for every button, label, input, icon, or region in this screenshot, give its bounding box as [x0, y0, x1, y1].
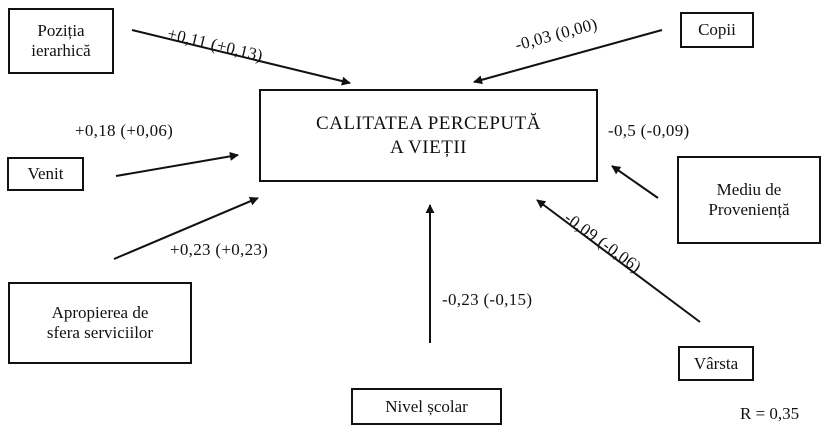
- box-pozitia: Poziția ierarhică: [8, 8, 114, 74]
- box-nivel: Nivel școlar: [351, 388, 502, 425]
- box-mediu-line-1: Mediu de: [716, 180, 782, 200]
- box-mediu-line-2: Proveniență: [708, 200, 790, 219]
- arrow-mediu: [611, 165, 659, 199]
- central-line-1: CALITATEA PERCEPUTĂ: [316, 112, 541, 134]
- coef-mediu: -0,5 (-0,09): [608, 121, 690, 140]
- box-varsta-line-1: Vârsta: [693, 353, 739, 373]
- coef-venit: +0,18 (+0,06): [75, 121, 174, 140]
- box-pozitia-line-2: ierarhică: [31, 41, 91, 60]
- r-value: R = 0,35: [740, 404, 800, 423]
- coef-apropierea: +0,23 (+0,23): [170, 240, 269, 259]
- central-box: CALITATEA PERCEPUTĂ A VIEȚII: [259, 89, 598, 182]
- box-nivel-line-1: Nivel școlar: [385, 396, 468, 416]
- arrow-varsta: [536, 199, 701, 323]
- box-pozitia-line-1: Poziția: [37, 21, 85, 41]
- central-line-2: A VIEȚII: [390, 136, 467, 158]
- coef-nivel: -0,23 (-0,15): [442, 290, 533, 309]
- box-copii-line-1: Copii: [698, 20, 736, 40]
- box-mediu: Mediu de Proveniență: [677, 156, 821, 244]
- box-venit: Venit: [7, 157, 84, 191]
- arrow-pozitia: [131, 29, 351, 86]
- box-varsta: Vârsta: [678, 346, 754, 381]
- box-apropierea-line-2: sfera serviciilor: [46, 323, 154, 342]
- box-apropierea-line-1: Apropierea de: [51, 303, 149, 323]
- arrow-apropierea: [113, 197, 259, 260]
- box-copii: Copii: [680, 12, 754, 48]
- box-venit-line-1: Venit: [27, 164, 64, 184]
- arrow-copii: [473, 29, 663, 85]
- box-apropierea: Apropierea de sfera serviciilor: [8, 282, 192, 364]
- arrow-venit: [115, 151, 239, 177]
